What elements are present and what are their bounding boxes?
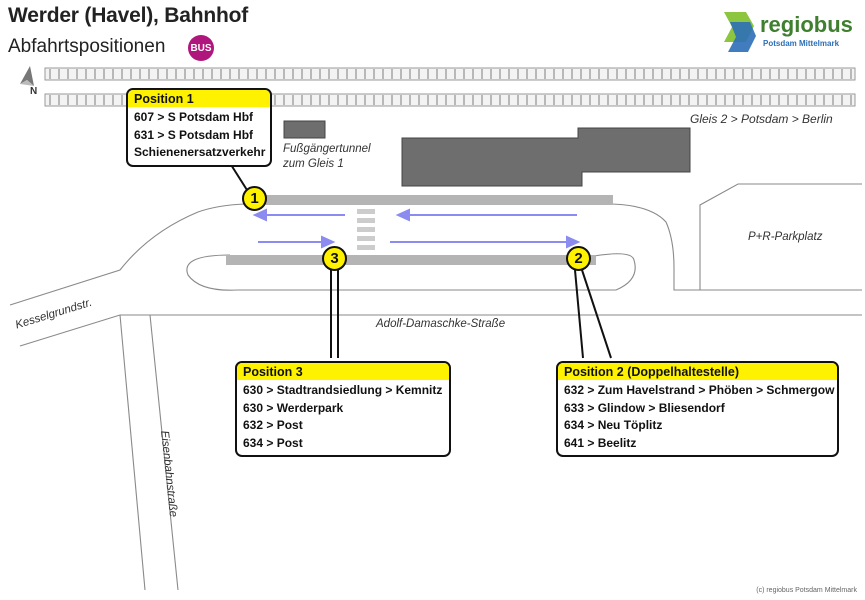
bus-badge: BUS: [188, 35, 214, 61]
position-2-line: 633 > Glindow > Bliesendorf: [564, 400, 725, 415]
position-2-title: Position 2 (Doppelhaltestelle): [558, 363, 837, 380]
platform-north: [243, 195, 613, 205]
position-3-title: Position 3: [237, 363, 449, 380]
position-2-line: 634 > Neu Töplitz: [564, 418, 663, 432]
page-title: Werder (Havel), Bahnhof: [8, 4, 249, 27]
position-3-line: 634 > Post: [243, 435, 303, 450]
page-subtitle: Abfahrtspositionen: [8, 36, 166, 57]
pedestrian-crossing: [357, 209, 375, 250]
position-1-line: 607 > S Potsdam Hbf: [134, 110, 254, 124]
compass-icon: [20, 66, 34, 86]
position-3-box: Position 3 630 > Stadtrandsiedlung > Kem…: [235, 361, 451, 457]
position-3-line: 630 > Werderpark: [243, 400, 344, 415]
position-1-line: Schienenersatzverkehr: [134, 145, 266, 159]
position-3-line: 632 > Post: [243, 418, 303, 432]
stop-marker-2: 2: [566, 246, 591, 271]
street-label-main: Adolf-Damaschke-Straße: [376, 318, 506, 330]
tunnel-label-line2: zum Gleis 1: [283, 158, 344, 170]
station-building: [401, 127, 691, 187]
copyright-notice: (c) regiobus Potsdam Mittelmark: [756, 587, 857, 594]
position-2-line: 632 > Zum Havelstrand > Phöben > Schmerg…: [564, 383, 835, 397]
traffic-arrows: [252, 208, 581, 249]
position-1-title: Position 1: [128, 90, 270, 107]
road-outlines: [9, 183, 862, 591]
position-1-box: Position 1 607 > S Potsdam Hbf 631 > S P…: [126, 88, 272, 167]
position-2-box: Position 2 (Doppelhaltestelle) 632 > Zum…: [556, 361, 839, 457]
position-2-line: 641 > Beelitz: [564, 435, 637, 450]
tunnel-building: [283, 120, 326, 139]
stop-marker-3: 3: [322, 246, 347, 271]
platform-south: [226, 255, 596, 265]
position-1-line: 631 > S Potsdam Hbf: [134, 127, 254, 142]
stop-marker-1: 1: [242, 186, 267, 211]
logo-name: regiobus: [760, 12, 853, 37]
tunnel-label-line1: Fußgängertunnel: [283, 143, 371, 155]
parking-label: P+R-Parkplatz: [748, 231, 823, 243]
track-label: Gleis 2 > Potsdam > Berlin: [690, 112, 833, 126]
logo-subtitle: Potsdam Mittelmark: [763, 39, 840, 48]
regiobus-logo-icon: [724, 12, 756, 52]
compass-letter: N: [30, 86, 38, 97]
position-3-line: 630 > Stadtrandsiedlung > Kemnitz: [243, 383, 443, 397]
